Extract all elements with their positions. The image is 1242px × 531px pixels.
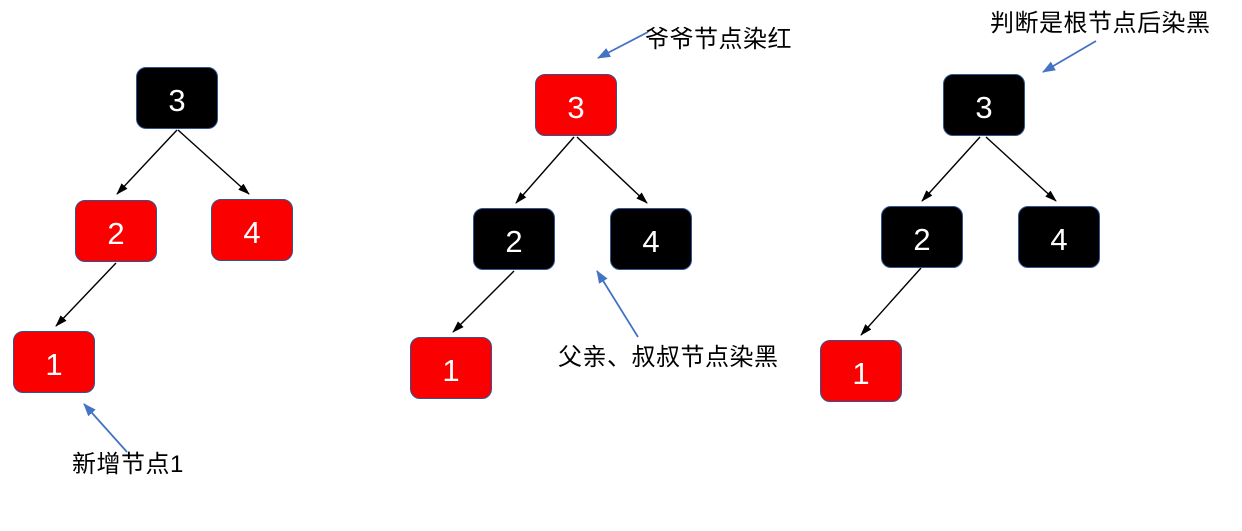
tree-node-2-black: 2 (473, 208, 555, 270)
tree-edge-arrow (452, 270, 515, 333)
tree-edge-arrow (576, 136, 648, 204)
tree-edge-arrow (985, 136, 1057, 202)
tree-edge-arrow (55, 262, 117, 327)
tree-node-value: 4 (243, 214, 261, 250)
tree-node-value: 1 (852, 355, 870, 391)
tree-node-4-red: 4 (211, 199, 293, 261)
tree-node-value: 2 (913, 221, 931, 257)
tree-node-value: 2 (505, 223, 523, 259)
tree-node-1-red: 1 (820, 340, 902, 402)
annotation-text: 爷爷节点染红 (645, 26, 792, 53)
tree-node-value: 3 (567, 89, 585, 125)
annotation-text: 新增节点1 (72, 451, 184, 478)
tree-node-value: 4 (642, 223, 660, 259)
annotation-arrow (83, 403, 128, 453)
tree-node-value: 3 (975, 89, 993, 125)
tree-node-value: 2 (107, 215, 125, 251)
annotation-arrow (597, 31, 649, 59)
tree-node-3-black: 3 (943, 74, 1025, 136)
tree-node-3-red: 3 (535, 74, 617, 136)
tree-node-3-black: 3 (136, 67, 218, 129)
tree-edge-arrow (116, 129, 178, 195)
tree-edge-arrow (515, 136, 575, 204)
annotation-arrow (596, 270, 639, 338)
tree-node-2-black: 2 (881, 206, 963, 268)
annotation-text: 判断是根节点后染黑 (990, 10, 1211, 37)
tree-node-4-black: 4 (1018, 206, 1100, 268)
tree-node-value: 4 (1050, 221, 1068, 257)
tree-node-value: 3 (168, 82, 186, 118)
tree-node-1-red: 1 (410, 337, 492, 399)
tree-edge-arrow (177, 129, 250, 195)
tree-node-1-red: 1 (13, 331, 95, 393)
tree-node-value: 1 (45, 346, 63, 382)
tree-edge-arrow (860, 267, 922, 336)
tree-node-2-red: 2 (75, 200, 157, 262)
tree-node-4-black: 4 (610, 208, 692, 270)
annotation-arrow (1042, 40, 1097, 73)
tree-edge-arrow (921, 136, 981, 202)
annotation-text: 父亲、叔叔节点染黑 (558, 344, 779, 371)
tree-node-value: 1 (442, 352, 460, 388)
